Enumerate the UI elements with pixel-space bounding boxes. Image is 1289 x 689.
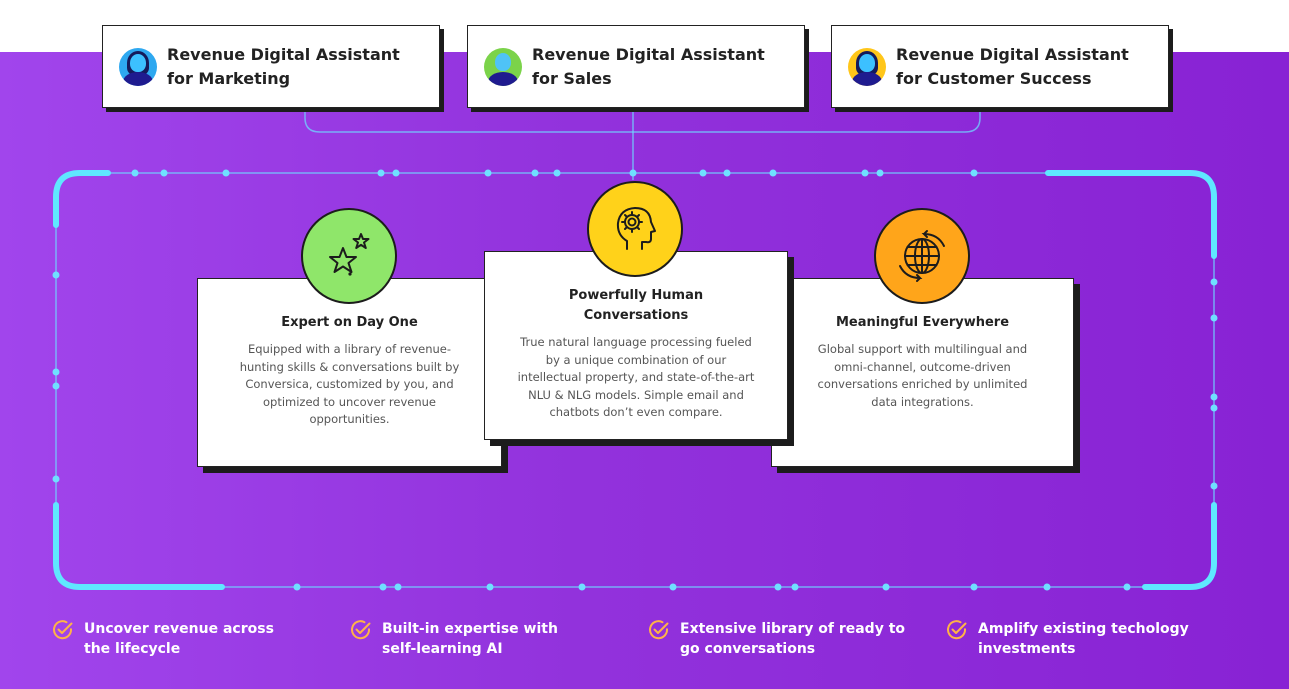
brain-head-icon [587, 181, 683, 277]
person-avatar-icon [119, 47, 157, 86]
check-circle-icon [947, 620, 967, 640]
assistant-title: Revenue Digital Assistant for Marketing [167, 44, 400, 88]
assistant-title: Revenue Digital Assistant for Customer S… [896, 44, 1129, 88]
benefit-item: Built-in expertise with self-learning AI [350, 619, 620, 659]
benefit-text: Extensive library of ready to go convers… [680, 621, 906, 657]
feature-description: Global support with multilingual and omn… [817, 342, 1028, 409]
assistant-card-sales[interactable]: Revenue Digital Assistant for Sales [467, 25, 805, 108]
check-circle-icon [649, 620, 669, 640]
benefit-item: Extensive library of ready to go convers… [648, 619, 928, 659]
assistant-title: Revenue Digital Assistant for Sales [532, 44, 765, 88]
feature-description: Equipped with a library of revenue-hunti… [239, 342, 460, 427]
person-avatar-icon [848, 47, 886, 86]
globe-icon [874, 208, 970, 304]
feature-title: Powerfully Human Conversations [568, 288, 704, 323]
benefit-text: Built-in expertise with self-learning AI [382, 621, 558, 657]
benefit-text: Uncover revenue across the lifecycle [84, 621, 274, 657]
feature-description: True natural language processing fueled … [517, 335, 755, 420]
assistant-card-customer-success[interactable]: Revenue Digital Assistant for Customer S… [831, 25, 1169, 108]
assistant-card-marketing[interactable]: Revenue Digital Assistant for Marketing [102, 25, 440, 108]
feature-title: Meaningful Everywhere [835, 315, 1010, 330]
feature-card-meaningful: Meaningful Everywhere Global support wit… [771, 278, 1074, 467]
feature-card-expert: Expert on Day One Equipped with a librar… [197, 278, 502, 467]
benefit-item: Amplify existing techology investments [946, 619, 1226, 659]
stars-icon [301, 208, 397, 304]
benefit-text: Amplify existing techology investments [978, 621, 1189, 657]
feature-card-powerfully-human: Powerfully Human Conversations True natu… [484, 251, 788, 440]
person-avatar-icon [484, 47, 522, 86]
check-circle-icon [53, 620, 73, 640]
check-circle-icon [351, 620, 371, 640]
feature-title: Expert on Day One [281, 315, 418, 330]
benefit-item: Uncover revenue across the lifecycle [52, 619, 322, 659]
